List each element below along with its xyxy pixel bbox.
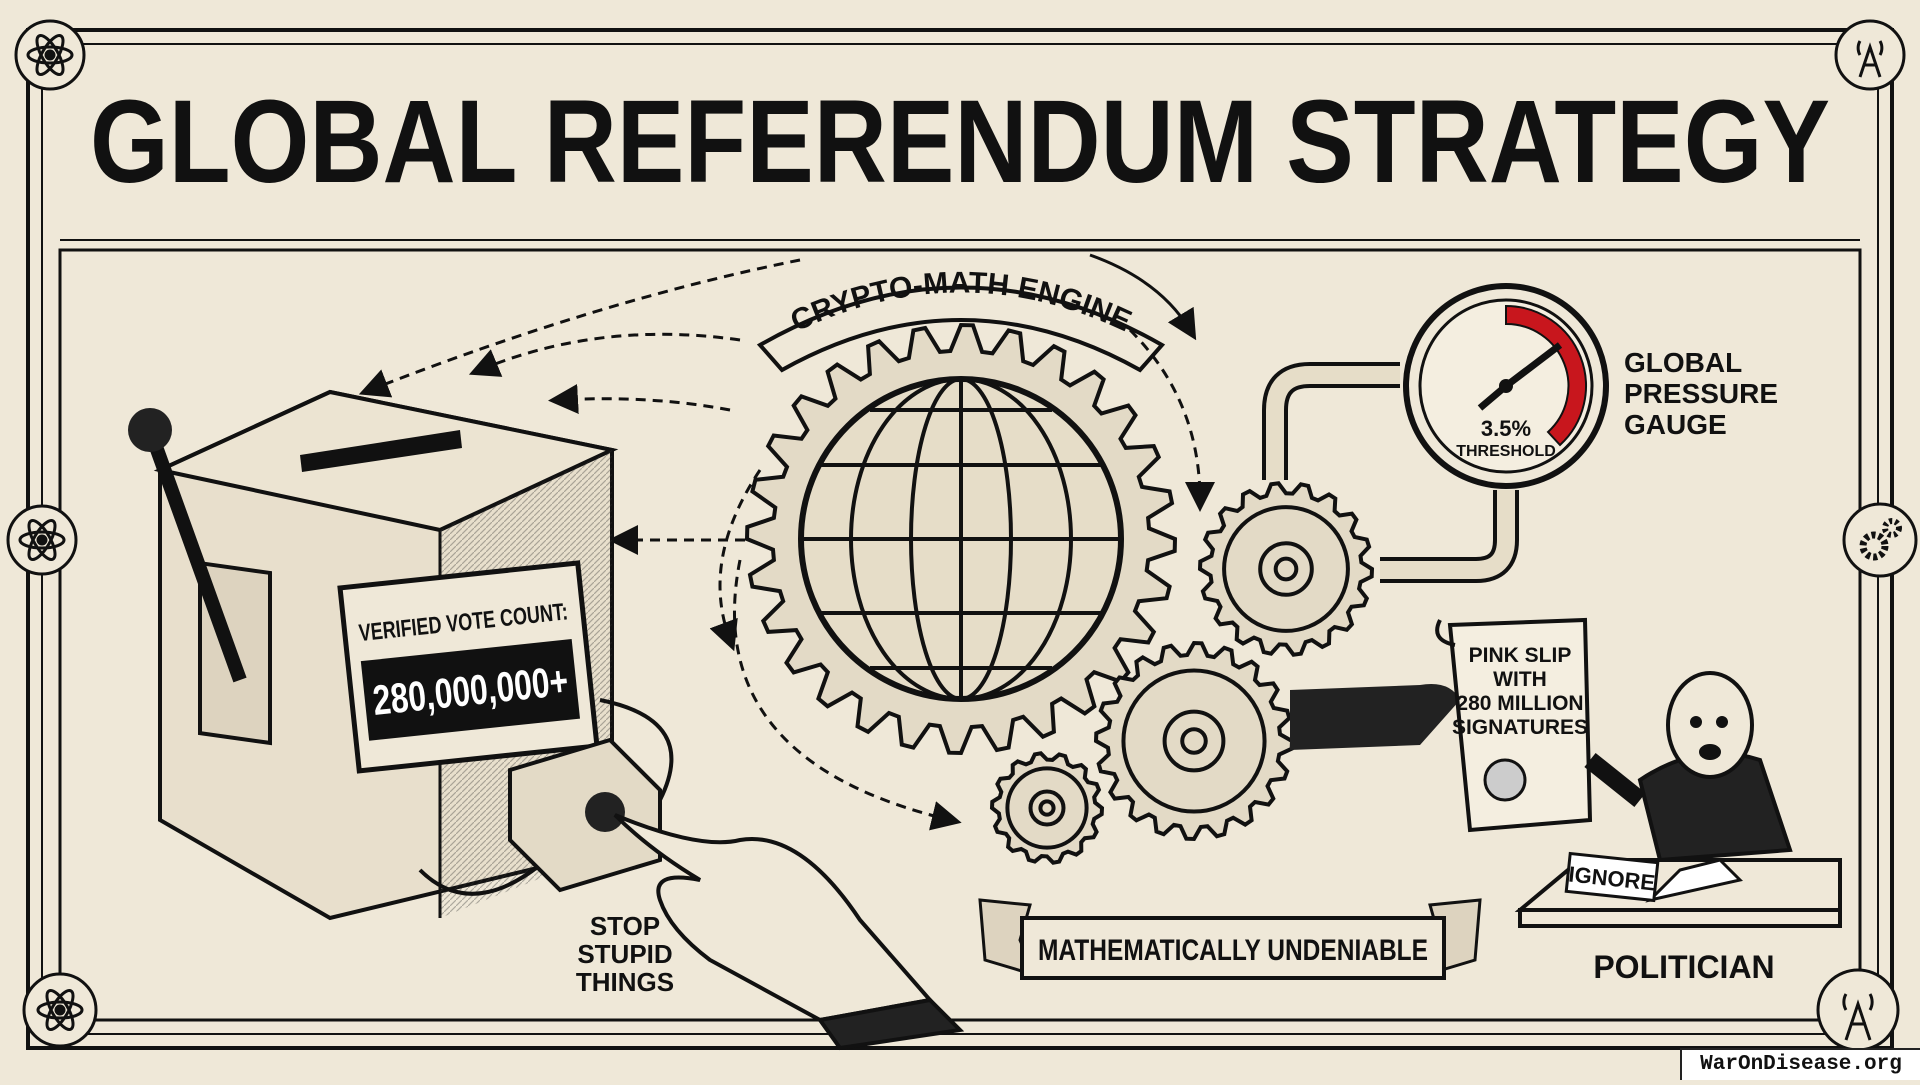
undeniable-banner: MATHEMATICALLY UNDENIABLE bbox=[978, 898, 1482, 980]
gear-ring bbox=[1005, 766, 1089, 850]
svg-text:PINK SLIP: PINK SLIP bbox=[1469, 644, 1572, 667]
stop-button[interactable] bbox=[508, 737, 662, 893]
gear-ring bbox=[1121, 668, 1267, 814]
lever[interactable] bbox=[128, 408, 247, 683]
gear-ring bbox=[1222, 505, 1350, 633]
gauge-caption: GLOBAL PRESSURE GAUGE bbox=[1624, 347, 1778, 440]
gauge-danger-zone bbox=[1505, 304, 1587, 447]
svg-text:WITH: WITH bbox=[1493, 668, 1547, 691]
ballot-slot bbox=[300, 430, 462, 472]
vote-count-display: VERIFIED VOTE COUNT: 280,000,000+ bbox=[337, 560, 600, 774]
watermark[interactable]: WarOnDisease.org bbox=[1680, 1048, 1920, 1080]
svg-text:THINGS: THINGS bbox=[576, 967, 674, 997]
gear-ring bbox=[1180, 727, 1208, 755]
svg-text:SIGNATURES: SIGNATURES bbox=[1452, 716, 1588, 739]
gear-ring bbox=[1258, 541, 1314, 597]
gear-ring bbox=[1038, 799, 1056, 817]
gauge-needle bbox=[1503, 342, 1563, 389]
svg-text:STUPID: STUPID bbox=[577, 939, 672, 969]
arm bbox=[1290, 684, 1460, 750]
gauge-sub-label: THRESHOLD bbox=[1456, 443, 1556, 460]
pipe bbox=[1262, 362, 1519, 583]
globe-icon bbox=[798, 376, 1124, 702]
svg-text:GLOBAL: GLOBAL bbox=[1624, 347, 1742, 378]
pink-slip-scroll: PINK SLIP WITH 280 MILLION SIGNATURES bbox=[1435, 617, 1593, 833]
svg-text:PRESSURE: PRESSURE bbox=[1624, 378, 1778, 409]
seal-icon bbox=[1483, 758, 1527, 802]
flow-arrows bbox=[358, 253, 1215, 831]
button-caption: STOP STUPID THINGS bbox=[576, 911, 674, 997]
politician bbox=[1584, 671, 1793, 863]
gauge-value: 3.5% bbox=[1481, 416, 1531, 441]
politician-label: POLITICIAN bbox=[1593, 949, 1774, 985]
gear-ring bbox=[1273, 556, 1299, 582]
radio-tower-icon bbox=[1834, 19, 1906, 91]
atom-icon bbox=[14, 19, 86, 91]
gear-ring bbox=[1162, 709, 1226, 773]
gears-icon bbox=[1842, 502, 1918, 578]
gear-ring bbox=[1028, 789, 1066, 827]
atom-icon bbox=[6, 504, 78, 576]
cable bbox=[418, 698, 674, 896]
gear bbox=[989, 751, 1105, 865]
gear bbox=[1093, 640, 1295, 842]
atom-icon bbox=[22, 972, 98, 1048]
radio-tower-icon bbox=[1816, 968, 1900, 1052]
svg-text:STOP: STOP bbox=[590, 911, 660, 941]
pointing-hand bbox=[613, 813, 965, 1051]
page-title: GLOBAL REFERENDUM STRATEGY bbox=[90, 76, 1830, 208]
svg-text:280 MILLION: 280 MILLION bbox=[1456, 692, 1583, 715]
svg-text:GAUGE: GAUGE bbox=[1624, 409, 1727, 440]
undeniable-label: MATHEMATICALLY UNDENIABLE bbox=[1038, 934, 1428, 967]
pressure-gauge: 3.5% THRESHOLD bbox=[1403, 283, 1609, 489]
ignore-sign: IGNORE bbox=[1564, 851, 1660, 903]
gear bbox=[1197, 481, 1375, 657]
